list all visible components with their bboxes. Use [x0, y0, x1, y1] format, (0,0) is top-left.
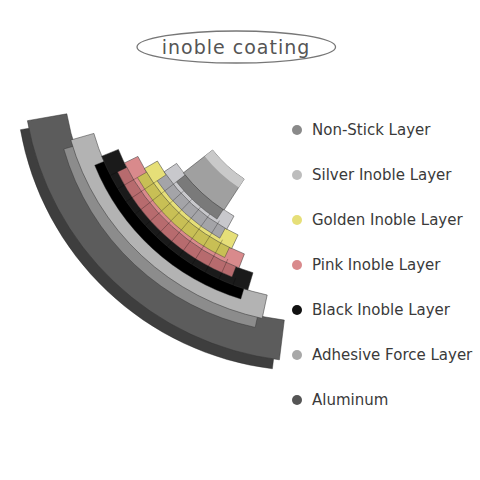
layer-segment	[124, 178, 137, 186]
layer-segment	[109, 185, 125, 194]
adhesive-layer	[71, 133, 267, 318]
layer-segment	[137, 221, 150, 233]
layer-segment	[101, 172, 117, 180]
layer-segment	[186, 259, 196, 274]
legend-entry: Silver Inoble Layer	[292, 166, 452, 184]
layer-segment	[181, 218, 191, 229]
layer-segment	[212, 221, 220, 234]
layer-segment	[196, 246, 204, 259]
layer-segment	[173, 191, 184, 201]
layer-segment	[153, 191, 165, 200]
legend-swatch	[292, 260, 302, 270]
layer-segment	[141, 200, 153, 209]
layer-segment	[171, 210, 181, 221]
legend-label: Aluminum	[312, 391, 388, 409]
legend-swatch	[292, 395, 302, 405]
aluminum-layer	[27, 114, 284, 360]
layer-segment	[172, 230, 182, 241]
black-inoble-layer	[102, 149, 253, 290]
legend-label: Silver Inoble Layer	[312, 166, 452, 184]
layer-segment	[191, 207, 201, 218]
layer-segment	[132, 189, 144, 197]
layer-segment	[162, 201, 173, 211]
layer-segment	[127, 210, 141, 221]
legend-swatch	[292, 125, 302, 135]
legend-label: Golden Inoble Layer	[312, 211, 463, 229]
legend-entry: Non-Stick Layer	[292, 121, 430, 139]
legend-swatch	[292, 215, 302, 225]
legend-entry: Golden Inoble Layer	[292, 211, 463, 229]
layer-segment	[173, 251, 184, 266]
legend-label: Pink Inoble Layer	[312, 256, 440, 274]
title-text: inoble coating	[162, 36, 311, 58]
legend-entry: Black Inoble Layer	[292, 301, 450, 319]
layer-segment	[145, 181, 157, 189]
legend-label: Black Inoble Layer	[312, 301, 450, 319]
layer-segment	[148, 232, 161, 245]
layer-segment	[183, 238, 192, 250]
layer-segment	[160, 241, 172, 255]
coating-layers	[20, 114, 284, 369]
layer-segment	[200, 266, 208, 282]
title-ellipse: inoble coating	[136, 30, 337, 64]
layer-segment	[117, 198, 132, 208]
non-stick-layer	[183, 150, 244, 210]
non-stick-surface	[205, 150, 245, 187]
legend-swatch	[292, 350, 302, 360]
legend-entry: Adhesive Force Layer	[292, 346, 472, 364]
layer-segment	[229, 278, 235, 295]
ellipse-shape	[137, 31, 336, 63]
layer-segment	[204, 233, 212, 246]
layer-segment	[182, 199, 192, 210]
legend-swatch	[292, 170, 302, 180]
legend-entry: Pink Inoble Layer	[292, 256, 440, 274]
layer-segment	[161, 221, 171, 232]
layer-segment	[201, 214, 210, 226]
layer-segment	[216, 240, 223, 253]
layer-segment	[165, 182, 177, 191]
layer-segment	[214, 273, 221, 289]
legend-swatch	[292, 305, 302, 315]
layer-segment	[150, 211, 161, 221]
legend-entry: Aluminum	[292, 391, 388, 409]
legend-label: Adhesive Force Layer	[312, 346, 472, 364]
layer-segment	[192, 226, 201, 238]
legend-label: Non-Stick Layer	[312, 121, 430, 139]
layer-segment	[222, 259, 228, 273]
layer-segment	[208, 253, 215, 266]
